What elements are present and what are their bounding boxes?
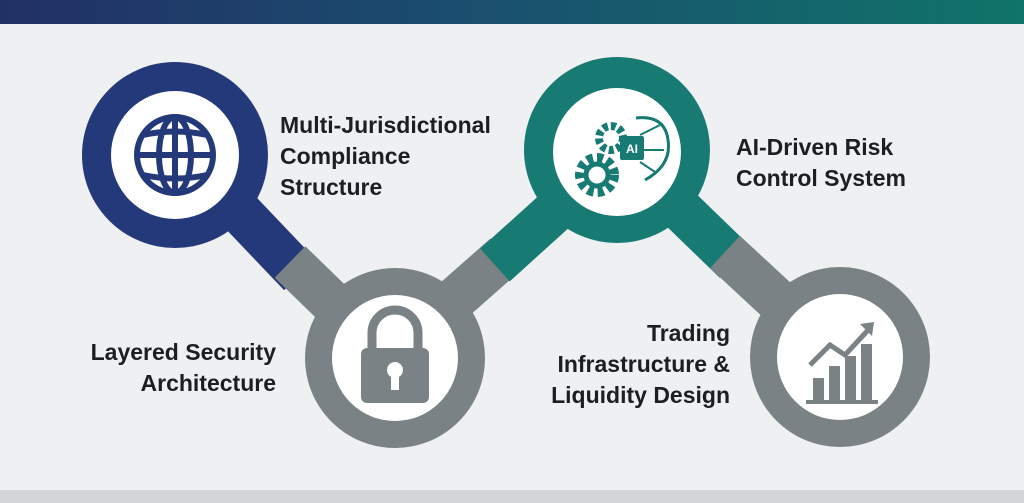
node-chart	[750, 267, 930, 447]
label-line: Structure	[280, 174, 383, 200]
label-line: Architecture	[140, 370, 276, 396]
growth-chart-icon	[806, 322, 878, 404]
lock-icon	[361, 305, 429, 403]
globe-icon	[134, 114, 216, 196]
node-globe	[82, 62, 268, 248]
ai-chip-text: AI	[626, 142, 638, 156]
label-line: Control System	[736, 165, 906, 191]
label-line: Layered Security	[90, 339, 276, 365]
step-label-security: Layered Security Architecture	[78, 337, 276, 399]
step-label-trading: Trading Infrastructure & Liquidity Desig…	[530, 318, 730, 411]
label-line: AI-Driven Risk	[736, 134, 894, 160]
label-line: Multi-Jurisdictional	[280, 112, 491, 138]
node-ai: AI	[524, 57, 710, 243]
label-line: Infrastructure &	[557, 351, 730, 377]
header-gradient-bar	[0, 0, 1024, 24]
step-label-ai-risk: AI-Driven Risk Control System	[736, 132, 906, 194]
ai-brain-gears-icon: AI	[575, 116, 671, 197]
label-line: Liquidity Design	[551, 382, 730, 408]
node-lock	[305, 268, 485, 448]
label-line: Trading	[646, 320, 730, 346]
footer-bar	[0, 490, 1024, 503]
step-label-compliance: Multi-Jurisdictional Compliance Structur…	[280, 110, 491, 203]
label-line: Compliance	[280, 143, 411, 169]
